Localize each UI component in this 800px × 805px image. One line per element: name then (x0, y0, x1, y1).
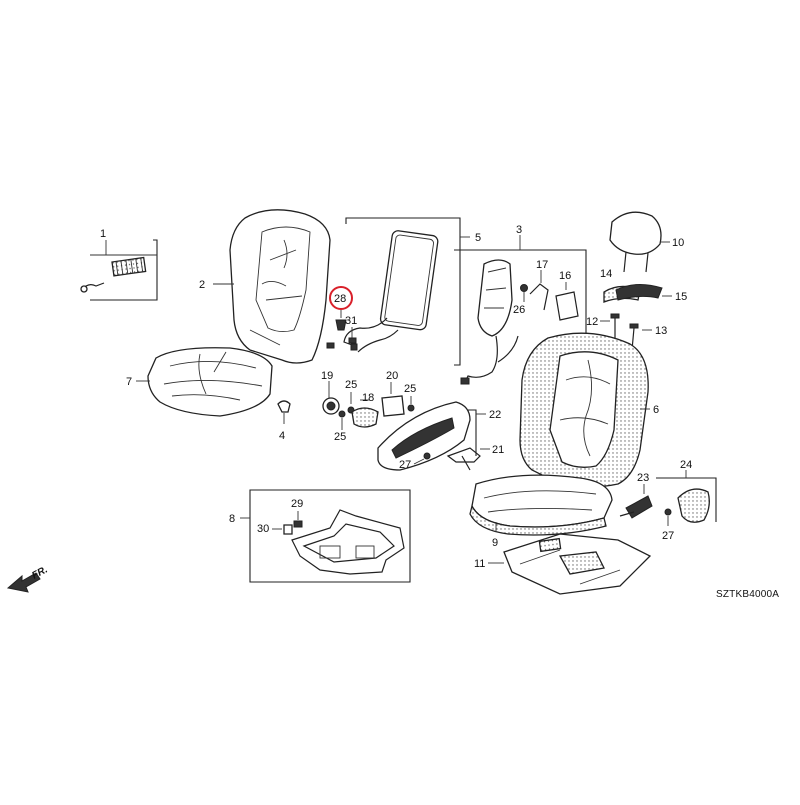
part-25-screw-b (338, 410, 346, 418)
callout-21: 21 (492, 444, 504, 456)
part-23-rail-cover (619, 484, 653, 519)
callout-13: 13 (655, 325, 667, 337)
part-8-sensor-mat (240, 489, 411, 583)
part-15-guide-right (615, 284, 663, 301)
part-22-side-trim (377, 401, 477, 471)
callout-4: 4 (279, 430, 285, 442)
part-5-heater-pad (326, 217, 470, 366)
callout-29: 29 (291, 498, 303, 510)
front-arrow-icon (6, 572, 41, 593)
callout-6: 6 (653, 404, 659, 416)
part-30-connector (283, 524, 293, 535)
part-17-wire-hook (529, 270, 549, 311)
callout-1: 1 (100, 228, 106, 240)
part-25-screw-c (407, 404, 415, 412)
part-10-headrest (609, 211, 662, 273)
callout-7: 7 (126, 376, 132, 388)
callout-25-b: 25 (334, 431, 346, 443)
part-7-cushion-cover (147, 347, 273, 417)
callout-31: 31 (345, 315, 357, 327)
part-6-seat-assembly (519, 332, 649, 488)
callout-12: 12 (586, 316, 598, 328)
callout-25-a: 25 (345, 379, 357, 391)
callout-20: 20 (386, 370, 398, 382)
callout-14: 14 (600, 268, 612, 280)
callout-30: 30 (257, 523, 269, 535)
part-1-clip-kit (80, 239, 158, 301)
part-2-seat-back-cover (229, 209, 331, 364)
callout-11: 11 (474, 558, 485, 570)
callout-27-a: 27 (399, 459, 411, 471)
part-31-fastener (348, 337, 357, 344)
front-label: FR. (30, 564, 49, 581)
callout-25-c: 25 (404, 383, 416, 395)
part-20-lever (381, 382, 405, 417)
callout-17: 17 (536, 259, 548, 271)
callout-18: 18 (362, 392, 374, 404)
part-18-recliner-cover (351, 399, 379, 428)
part-29-connector (293, 520, 303, 528)
callout-24: 24 (680, 459, 692, 471)
callout-16: 16 (559, 270, 571, 282)
callout-27-b: 27 (662, 530, 674, 542)
callout-9: 9 (492, 537, 498, 549)
callout-10: 10 (672, 237, 684, 249)
part-28-fastener (335, 319, 347, 331)
part-24-bezel (656, 470, 717, 523)
part-27-screw-a (423, 452, 431, 460)
part-26-nut (520, 284, 528, 292)
diagram-code: SZTKB4000A (716, 589, 779, 600)
part-27-screw-b (664, 508, 672, 516)
highlight-ring (329, 286, 353, 310)
callout-3: 3 (516, 224, 522, 236)
part-4-clip (277, 400, 291, 413)
callout-19: 19 (321, 370, 333, 382)
part-21-bracket (446, 447, 490, 471)
callout-8: 8 (229, 513, 235, 525)
callout-15: 15 (675, 291, 687, 303)
part-19-knob (322, 381, 340, 415)
callout-5: 5 (475, 232, 481, 244)
part-9-seat-cushion (469, 474, 613, 536)
part-11-mat (503, 533, 652, 595)
callout-22: 22 (489, 409, 501, 421)
callout-28[interactable]: 28 (334, 293, 346, 305)
callout-23: 23 (637, 472, 649, 484)
callout-26: 26 (513, 304, 525, 316)
callout-2: 2 (199, 279, 205, 291)
part-16-bracket (555, 282, 579, 321)
